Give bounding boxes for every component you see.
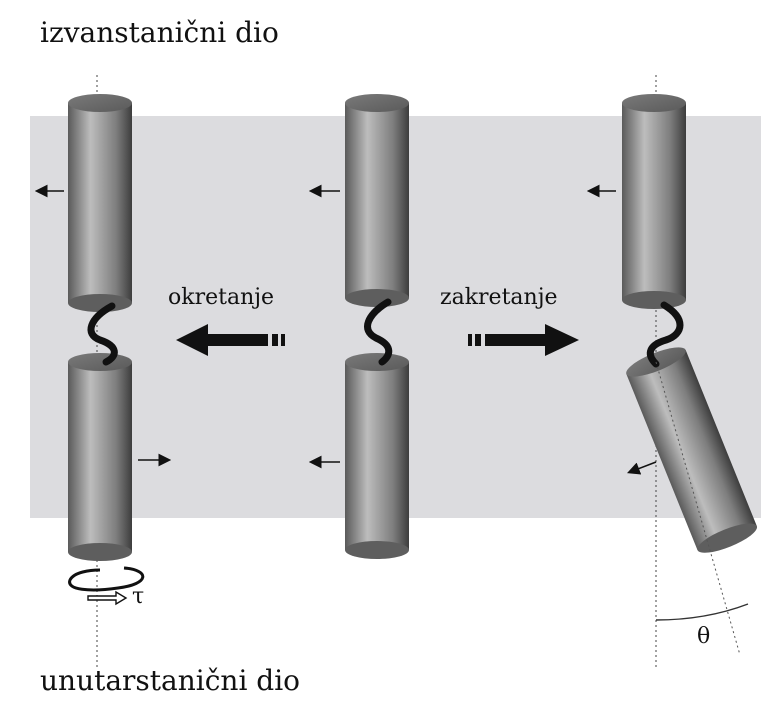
angle-arc — [655, 603, 749, 621]
torque-arrow-icon — [68, 566, 145, 606]
linker-left — [87, 302, 118, 366]
cylinder-left-upper — [68, 94, 132, 312]
helix-pair-left — [34, 94, 172, 606]
tilting-arrow-icon — [468, 324, 579, 356]
force-arrow-right-lower — [627, 461, 657, 475]
tilting-label: zakretanje — [440, 285, 558, 310]
cylinder-middle-upper — [345, 94, 409, 307]
linker-middle — [364, 298, 393, 366]
extracellular-label: izvanstanični dio — [40, 16, 279, 49]
tilt-axis-line — [655, 361, 741, 656]
rotation-arrow-icon — [176, 324, 285, 356]
torque-symbol: τ — [132, 584, 144, 609]
helix-pair-middle — [308, 94, 409, 559]
helix-pair-right — [586, 94, 758, 656]
cylinder-middle-lower — [345, 353, 409, 559]
cylinder-left-lower — [68, 353, 132, 561]
angle-symbol: θ — [697, 624, 710, 649]
linker-right — [646, 301, 684, 368]
intracellular-label: unutarstanični dio — [40, 664, 300, 697]
cylinder-right-upper — [622, 94, 686, 309]
rotation-label: okretanje — [168, 285, 274, 310]
